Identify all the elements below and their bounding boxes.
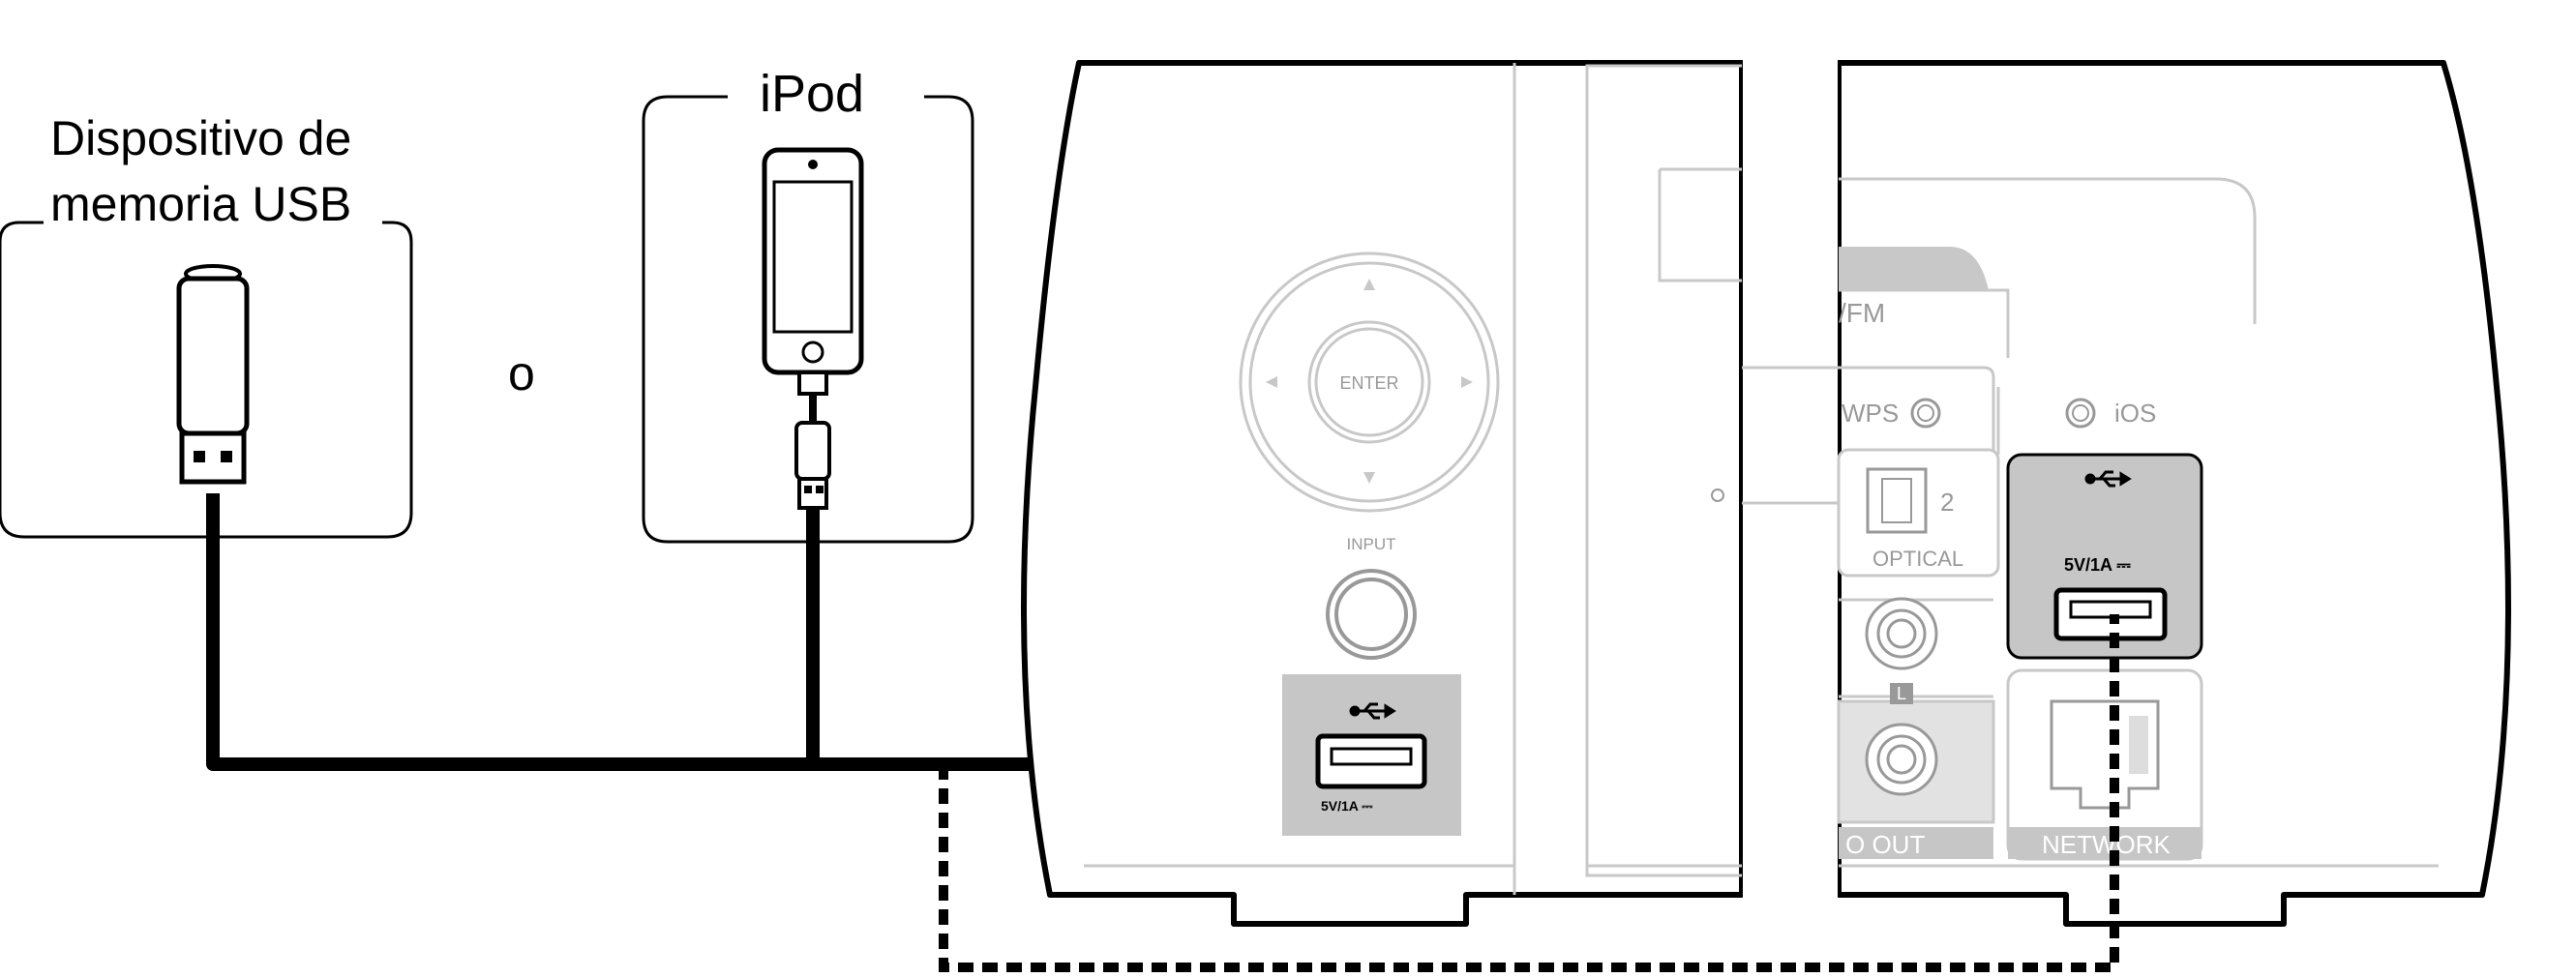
down-arrow-icon — [1363, 472, 1375, 484]
usb-symbol-icon — [1349, 702, 1396, 720]
lightning-usb-cable-icon — [794, 370, 831, 510]
rear-usb-rating: 5V/1A ⎓ — [2064, 555, 2131, 575]
usb-cables — [206, 493, 1340, 771]
input-knob[interactable] — [1326, 569, 1417, 660]
rca-jack-left[interactable] — [1865, 723, 1938, 796]
usb-device-label-line1: Dispositivo de — [50, 111, 351, 165]
navigation-dial[interactable]: ENTER — [1239, 252, 1500, 513]
left-channel-label: L — [1897, 684, 1906, 703]
up-arrow-icon — [1363, 279, 1375, 290]
ipod-label: iPod — [760, 65, 864, 123]
device-body — [1021, 53, 2511, 943]
network-port[interactable]: NETWORK — [2006, 668, 2203, 861]
front-usb-rating: 5V/1A ⎓ — [1321, 798, 1373, 814]
audio-out-label: O OUT — [1845, 830, 1925, 859]
usb-stick-icon — [176, 264, 250, 485]
ipod-panel: iPod — [642, 65, 974, 544]
rca-jack-right[interactable] — [1865, 597, 1938, 670]
front-panel: ENTER INPUT 5V/1A ⎓ — [1239, 252, 1500, 836]
enter-button-label: ENTER — [1339, 373, 1398, 393]
optical-label: OPTICAL — [1872, 547, 1963, 571]
ipod-icon — [762, 147, 864, 375]
rear-panel: /FM WPS iOS 2 OPTICAL L — [1711, 298, 2203, 861]
network-label: NETWORK — [2042, 830, 2172, 859]
wps-button[interactable]: WPS — [1842, 398, 1941, 429]
optical-number-label: 2 — [1940, 488, 1954, 517]
ios-label: iOS — [2114, 399, 2156, 428]
left-arrow-icon — [1266, 376, 1277, 388]
or-label: o — [508, 346, 535, 400]
rear-usb-port[interactable]: 5V/1A ⎓ — [2006, 453, 2203, 660]
front-usb-port[interactable]: 5V/1A ⎓ — [1282, 674, 1461, 836]
fm-label: /FM — [1839, 298, 1885, 328]
wps-label: WPS — [1842, 399, 1899, 428]
usb-device-panel: Dispositivo de memoria USB — [0, 111, 413, 539]
optical-input[interactable]: 2 OPTICAL — [1837, 448, 2000, 578]
usb-device-label-line2: memoria USB — [50, 177, 351, 231]
ios-button[interactable]: iOS — [2065, 398, 2156, 429]
right-arrow-icon — [1461, 376, 1473, 388]
input-knob-label: INPUT — [1347, 535, 1396, 553]
usb-symbol-icon — [2084, 470, 2132, 488]
alternative-usb-cable — [939, 614, 2119, 972]
